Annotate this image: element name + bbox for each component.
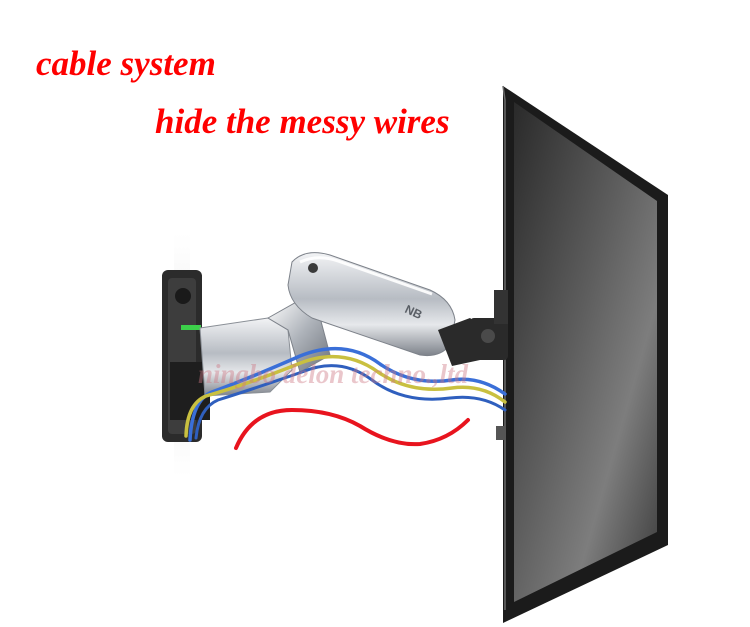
cable-blue <box>188 346 507 442</box>
status-led <box>181 325 201 330</box>
arm-highlight <box>299 256 433 296</box>
red-wave-curve <box>234 407 470 450</box>
tilt-head <box>470 290 508 360</box>
caption-cable-system: cable system <box>36 44 216 83</box>
monitor-screen <box>514 102 657 602</box>
cable-blue-2 <box>194 364 507 440</box>
cables <box>184 346 507 442</box>
brand-emboss: NB <box>403 302 425 322</box>
cable-connector <box>496 426 506 440</box>
watermark-text: ningbo delon techno.,ltd <box>198 359 469 389</box>
cable-yellow <box>184 354 507 438</box>
arm-pivot <box>308 263 318 273</box>
monitor <box>502 85 668 623</box>
caption-hide-wires: hide the messy wires <box>155 102 450 141</box>
